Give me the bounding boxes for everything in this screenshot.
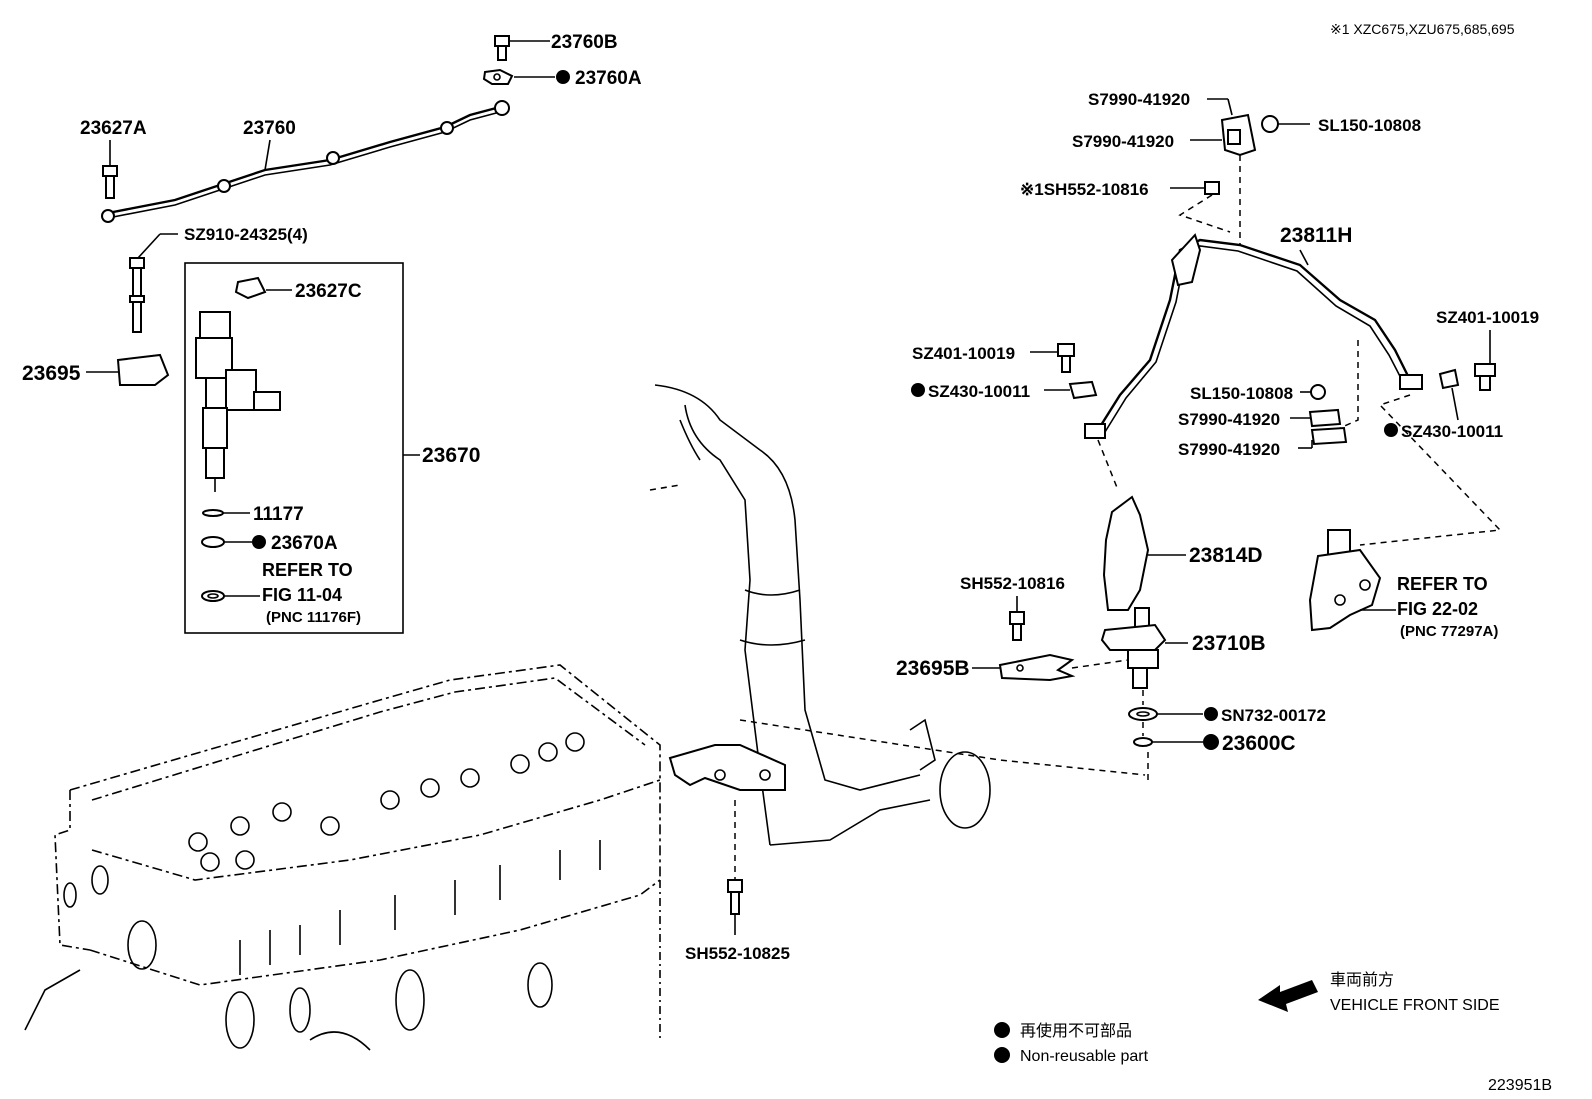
legend-jp: 再使用不可部品	[1020, 1022, 1132, 1040]
non-reusable-marker-icon	[1384, 423, 1398, 437]
refer-pnc-1: (PNC 11176F)	[266, 609, 361, 626]
non-reusable-marker-icon	[556, 70, 570, 84]
refer-text-1: REFER TO	[262, 560, 353, 580]
label-SH552-10816-b: SH552-10816	[960, 574, 1065, 593]
legend-marker-icon	[994, 1047, 1010, 1063]
bolt-SZ401-right	[1474, 330, 1496, 391]
label-23670A: 23670A	[271, 533, 338, 554]
label-23600C: 23600C	[1222, 732, 1296, 755]
non-reusable-marker-icon	[1204, 707, 1218, 721]
gasket-23600C	[1133, 734, 1219, 750]
label-23760: 23760	[243, 118, 296, 139]
bracket-S7990-upper	[1190, 98, 1257, 157]
label-23710B: 23710B	[1192, 632, 1266, 655]
leak-pipe-23760	[101, 100, 510, 223]
intake-hose	[649, 384, 991, 846]
sensor-23710B	[1100, 607, 1188, 689]
label-SL150-10808-b: SL150-10808	[1190, 384, 1293, 403]
washer-11177	[202, 509, 250, 517]
label-SZ430-10011-b: SZ430-10011	[1401, 422, 1503, 441]
refer-text-2: REFER TO	[1397, 574, 1488, 594]
washer-SZ430-right	[1384, 368, 1460, 437]
bracket-fig-22-02	[1308, 529, 1396, 632]
label-SN732-00172: SN732-00172	[1221, 706, 1326, 725]
label-SH552-10825: SH552-10825	[685, 944, 790, 963]
injector-23670	[195, 311, 281, 492]
direction-en: VEHICLE FRONT SIDE	[1330, 997, 1500, 1014]
nut-SL150-upper	[1261, 115, 1310, 133]
label-23695: 23695	[22, 362, 81, 385]
direction-jp: 車両前方	[1330, 971, 1394, 989]
bolt-SH552-10825	[727, 879, 743, 935]
clamp-23695B	[972, 653, 1076, 682]
label-SZ401-10019-b: SZ401-10019	[1436, 308, 1539, 327]
bolt-SZ401-left	[1030, 343, 1075, 373]
clamp-23627C	[234, 276, 292, 300]
label-SL150-10808-a: SL150-10808	[1318, 116, 1421, 135]
bolt-23760B	[494, 35, 550, 61]
label-S7990-41920-d: S7990-41920	[1178, 440, 1280, 459]
non-reusable-marker-icon	[252, 535, 266, 549]
bolt-SH552-10816-lower	[1009, 596, 1025, 641]
label-11177: 11177	[253, 504, 304, 525]
label-23760A: 23760A	[575, 68, 642, 89]
washer-SZ430-left	[911, 380, 1098, 400]
applicability-note: ※1 XZC675,XZU675,685,695	[1330, 21, 1515, 37]
seal-23670A	[201, 535, 266, 549]
label-23627A: 23627A	[80, 118, 147, 139]
non-reusable-marker-icon	[1203, 734, 1219, 750]
refer-fig-2: FIG 22-02	[1397, 599, 1478, 619]
label-S7990-41920-b: S7990-41920	[1072, 132, 1174, 151]
label-SZ910-24325: SZ910-24325(4)	[184, 225, 308, 244]
label-SZ430-10011-a: SZ430-10011	[928, 382, 1030, 401]
nut-SL150-lower	[1300, 384, 1326, 400]
bolt-SZ910-24325	[129, 233, 178, 333]
bracket-S7990-lower	[1290, 408, 1348, 449]
label-S7990-41920-c: S7990-41920	[1178, 410, 1280, 429]
refer-fig-1: FIG 11-04	[262, 585, 342, 605]
label-SH552-10816-a: ※1SH552-10816	[1020, 180, 1149, 199]
label-SZ401-10019-a: SZ401-10019	[912, 344, 1015, 363]
label-S7990-41920-a: S7990-41920	[1088, 90, 1190, 109]
refer-pnc-2: (PNC 77297A)	[1400, 623, 1498, 640]
non-reusable-marker-icon	[911, 383, 925, 397]
label-23811H: 23811H	[1280, 224, 1352, 247]
figure-id: 223951B	[1488, 1077, 1552, 1094]
label-23627C: 23627C	[295, 281, 362, 302]
engine-cylinder-head	[24, 664, 661, 1051]
washer-fig-11-04	[201, 590, 260, 602]
front-arrow-icon	[1258, 980, 1318, 1012]
harness-23811H	[1084, 233, 1423, 439]
label-23695B: 23695B	[896, 657, 970, 680]
legend-en: Non-reusable part	[1020, 1048, 1149, 1065]
bracket-lower	[668, 744, 786, 791]
gasket-23760A	[482, 68, 570, 85]
bolt-SH552-10816-upper	[1170, 181, 1220, 195]
label-23814D: 23814D	[1189, 544, 1263, 567]
clamp-23695	[86, 353, 170, 386]
label-23760B: 23760B	[551, 32, 618, 53]
injector-kit-box	[184, 262, 404, 634]
label-23670: 23670	[422, 444, 480, 467]
legend-marker-icon	[994, 1022, 1010, 1038]
bolt-23627A	[102, 140, 118, 199]
cover-23814D	[1102, 495, 1186, 611]
o-ring-SN732	[1128, 707, 1218, 721]
